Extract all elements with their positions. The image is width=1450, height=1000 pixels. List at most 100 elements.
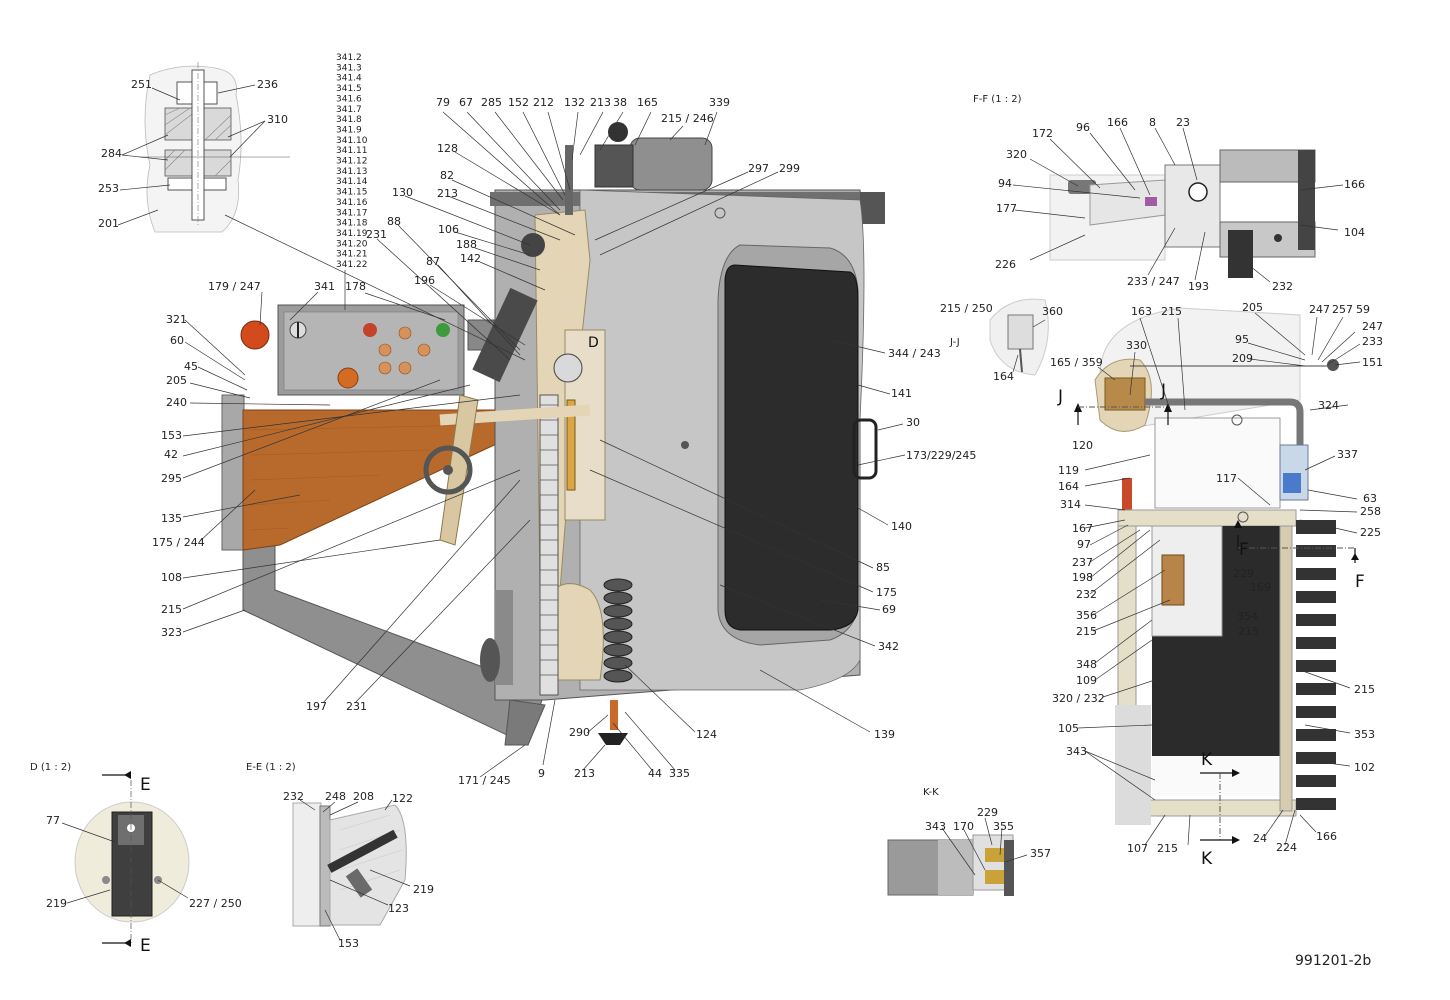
- stack-label: 341.13: [336, 167, 368, 177]
- callout-label: 219: [413, 883, 434, 896]
- section-marker-f-left: F: [1239, 540, 1249, 560]
- callout-label: 142: [460, 252, 481, 265]
- section-marker-f-right: F: [1355, 572, 1365, 592]
- callout-label: 343: [1066, 745, 1087, 758]
- callout-label: 45: [184, 360, 198, 373]
- stack-label: 341.10: [336, 136, 368, 146]
- callout-label: 79: [436, 96, 450, 109]
- section-marker-k-top: K: [1201, 750, 1213, 770]
- callout-label: 341: [314, 280, 335, 293]
- callout-label: 128: [437, 142, 458, 155]
- callout-label: 213: [437, 187, 458, 200]
- stack-label: 341.22: [336, 260, 368, 270]
- callout-label: 108: [161, 571, 182, 584]
- side-section-view: [1074, 307, 1359, 844]
- callout-label: 85: [876, 561, 890, 574]
- stack-label: 341.20: [336, 239, 368, 249]
- callout-label: 141: [891, 387, 912, 400]
- callout-label: 119: [1058, 464, 1079, 477]
- callout-label: 353: [1354, 728, 1375, 741]
- callout-label: 284: [101, 147, 122, 160]
- callout-label: 236: [257, 78, 278, 91]
- callout-label: 164: [993, 370, 1014, 383]
- callout-label: 97: [1077, 538, 1091, 551]
- callout-label: 215: [1238, 625, 1259, 638]
- callout-label: 295: [161, 472, 182, 485]
- callout-label: 213: [574, 767, 595, 780]
- callout-label: 153: [161, 429, 182, 442]
- callout-label: 38: [613, 96, 627, 109]
- callout-label: 321: [166, 313, 187, 326]
- callout-label: 213: [590, 96, 611, 109]
- callout-label: 212: [533, 96, 554, 109]
- callout-label: 124: [696, 728, 717, 741]
- callout-label: 60: [170, 334, 184, 347]
- callout-label: 357: [1030, 847, 1051, 860]
- callout-label: 172: [1032, 127, 1053, 140]
- stack-label: 341.11: [336, 146, 368, 156]
- stack-label: 341.5: [336, 84, 362, 94]
- part-stack-labels: 341.2341.3341.4341.5341.6341.7341.8341.9…: [336, 53, 368, 270]
- callout-label: 323: [161, 626, 182, 639]
- callout-label: 44: [648, 767, 662, 780]
- callout-label: 188: [456, 238, 477, 251]
- stack-label: 341.9: [336, 125, 362, 135]
- callout-label: 209: [1232, 352, 1253, 365]
- callout-label: 232: [1076, 588, 1097, 601]
- callout-label: 117: [1216, 472, 1237, 485]
- section-marker-j-left: J: [1057, 387, 1063, 407]
- callout-label: 229: [1233, 567, 1254, 580]
- section-marker-e-top: E: [140, 775, 151, 795]
- callout-label: 87: [426, 255, 440, 268]
- callout-label: 342: [878, 640, 899, 653]
- callout-label: 30: [906, 416, 920, 429]
- callout-label: 320: [1006, 148, 1027, 161]
- callout-label: 170: [953, 820, 974, 833]
- callout-label: 109: [1076, 674, 1097, 687]
- callout-label: 219: [46, 897, 67, 910]
- stack-label: 341.17: [336, 208, 368, 218]
- callout-label: 205: [1242, 301, 1263, 314]
- callout-label: 165 / 359: [1050, 356, 1103, 369]
- stack-label: 341.14: [336, 177, 368, 187]
- callout-label: 106: [438, 223, 459, 236]
- view-title-ee: E-E (1 : 2): [246, 762, 296, 773]
- callout-label: 102: [1354, 761, 1375, 774]
- stack-label: 341.8: [336, 115, 362, 125]
- callout-label: 23: [1176, 116, 1190, 129]
- callout-label: 77: [46, 814, 60, 827]
- callout-label: 314: [1060, 498, 1081, 511]
- callout-label: 105: [1058, 722, 1079, 735]
- view-titles: D (1 : 2) E-E (1 : 2) F-F (1 : 2) J-J K-…: [30, 94, 1022, 798]
- callout-label: 120: [1072, 439, 1093, 452]
- stack-label: 341.19: [336, 229, 368, 239]
- callout-label: 130: [392, 186, 413, 199]
- callout-label: 151: [1362, 356, 1383, 369]
- callout-label: 208: [353, 790, 374, 803]
- section-marker-e-bottom: E: [140, 936, 151, 956]
- callout-label: 247: [1309, 303, 1330, 316]
- stack-label: 341.6: [336, 94, 362, 104]
- callout-label: 240: [166, 396, 187, 409]
- callout-label: 215: [1157, 842, 1178, 855]
- callout-label: 253: [98, 182, 119, 195]
- callout-label: 165: [637, 96, 658, 109]
- callout-label: 122: [392, 792, 413, 805]
- callout-label: 95: [1235, 333, 1249, 346]
- callout-label: 224: [1276, 841, 1297, 854]
- callout-label: 215: [161, 603, 182, 616]
- callout-label: 164: [1058, 480, 1079, 493]
- callout-label: 171 / 245: [458, 774, 511, 787]
- callout-label: 215: [1354, 683, 1375, 696]
- callout-label: 231: [366, 228, 387, 241]
- callout-label: 175 / 244: [152, 536, 205, 549]
- detail-kk-view: [887, 834, 1014, 896]
- callout-label: 197: [306, 700, 327, 713]
- callout-label: 285: [481, 96, 502, 109]
- callout-label: 320 / 232: [1052, 692, 1105, 705]
- callout-label: 173/229/245: [906, 449, 976, 462]
- stack-label: 341.7: [336, 105, 362, 115]
- callout-label: 42: [164, 448, 178, 461]
- callout-label: 63: [1363, 492, 1377, 505]
- view-title-kk: K-K: [923, 787, 939, 798]
